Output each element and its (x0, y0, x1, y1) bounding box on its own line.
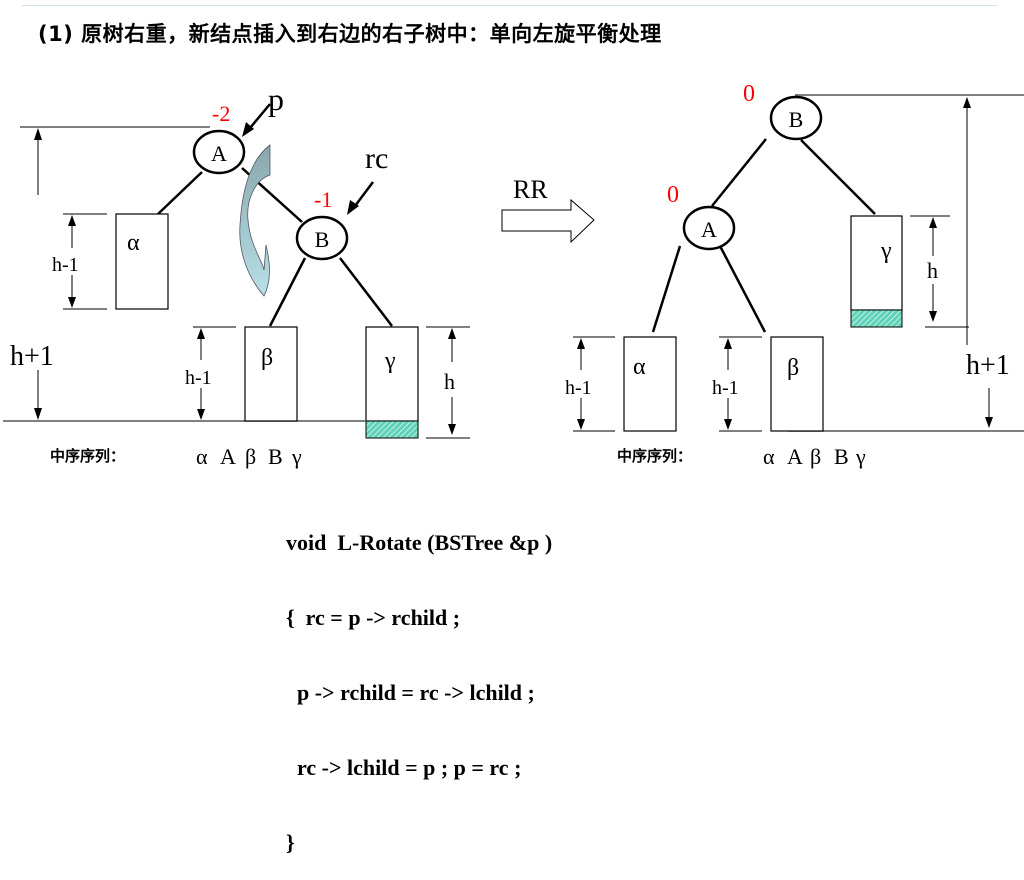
avl-rotation-diagram: h+1 A -2 p B -1 rc α h-1 β (3, 81, 1024, 469)
inorder-label: 中序序列： (50, 447, 125, 465)
pointer-p-label: p (268, 81, 284, 117)
pointer-rc-label: rc (365, 142, 388, 175)
arrow-up-icon (963, 97, 971, 108)
code-line: { rc = p -> rchild ; (286, 605, 461, 630)
subtree-gamma-label: γ (880, 238, 892, 264)
subtree-gamma (365, 326, 419, 422)
subtree-gamma-label: γ (384, 348, 396, 374)
height-label-gamma: h (444, 369, 455, 394)
node-b-label: B (789, 107, 804, 132)
arrow-down-icon (985, 417, 993, 428)
height-label-total: h+1 (10, 341, 54, 372)
node-a-label: A (701, 217, 717, 242)
inorder-label: 中序序列： (617, 447, 692, 465)
inserted-node-block (850, 309, 903, 328)
code-line: p -> rchild = rc -> lchild ; (286, 680, 535, 705)
subtree-beta-label: β (261, 345, 273, 371)
arrow-icon (347, 200, 359, 215)
subtree-alpha (115, 213, 169, 310)
node-b-label: B (315, 227, 330, 252)
inorder-item: α (196, 444, 208, 469)
height-label-gamma: h (927, 258, 938, 283)
subtree-alpha (623, 336, 677, 432)
inorder-item: α (763, 444, 775, 469)
node-a-label: A (211, 141, 227, 166)
height-label-total: h+1 (966, 350, 1010, 381)
inorder-item: β (810, 444, 821, 469)
inorder-item: γ (855, 444, 866, 469)
node-b (295, 215, 349, 261)
height-label-beta: h-1 (185, 367, 212, 389)
inorder-item: A (787, 444, 803, 469)
subtree-beta (770, 336, 824, 432)
balance-factor-b: -1 (314, 187, 332, 212)
height-label-beta: h-1 (712, 377, 739, 399)
code-line: } (286, 830, 295, 855)
inserted-node-block (365, 420, 419, 439)
node-a (192, 129, 246, 175)
rotation-arrow-icon (239, 144, 271, 297)
code-block: void L-Rotate (BSTree &p ) { rc = p -> r… (286, 480, 552, 880)
slide-title: (1) 原树右重，新结点插入到右边的右子树中：单向左旋平衡处理 (38, 22, 662, 46)
inorder-item: B (834, 444, 849, 469)
subtree-gamma (850, 215, 903, 311)
height-label-alpha: h-1 (52, 254, 79, 276)
before-tree: h+1 A -2 p B -1 rc α h-1 β (3, 81, 470, 469)
right-arrow-icon (501, 198, 595, 244)
inorder-item: A (220, 444, 236, 469)
inorder-item: γ (291, 444, 302, 469)
arrow-icon (242, 122, 254, 137)
balance-factor-b: 0 (743, 81, 755, 107)
subtree-alpha-label: α (633, 354, 646, 380)
transform-arrow: RR (501, 175, 595, 244)
subtree-alpha-label: α (127, 230, 140, 256)
code-line: rc -> lchild = p ; p = rc ; (286, 755, 522, 780)
header-divider (22, 5, 997, 6)
subtree-beta (244, 326, 298, 422)
balance-factor-a: -2 (212, 101, 230, 126)
node-b (769, 95, 823, 141)
height-label-alpha: h-1 (565, 377, 592, 399)
node-a (682, 205, 736, 251)
after-tree: h+1 B 0 A 0 γ h α h-1 (565, 81, 1024, 469)
arrow-up-icon (34, 128, 42, 140)
arrow-down-icon (34, 408, 42, 420)
balance-factor-a: 0 (667, 182, 679, 208)
subtree-beta-label: β (787, 355, 799, 381)
inorder-item: B (268, 444, 283, 469)
transform-label: RR (513, 175, 548, 204)
inorder-item: β (245, 444, 256, 469)
code-line: void L-Rotate (BSTree &p ) (286, 530, 553, 555)
